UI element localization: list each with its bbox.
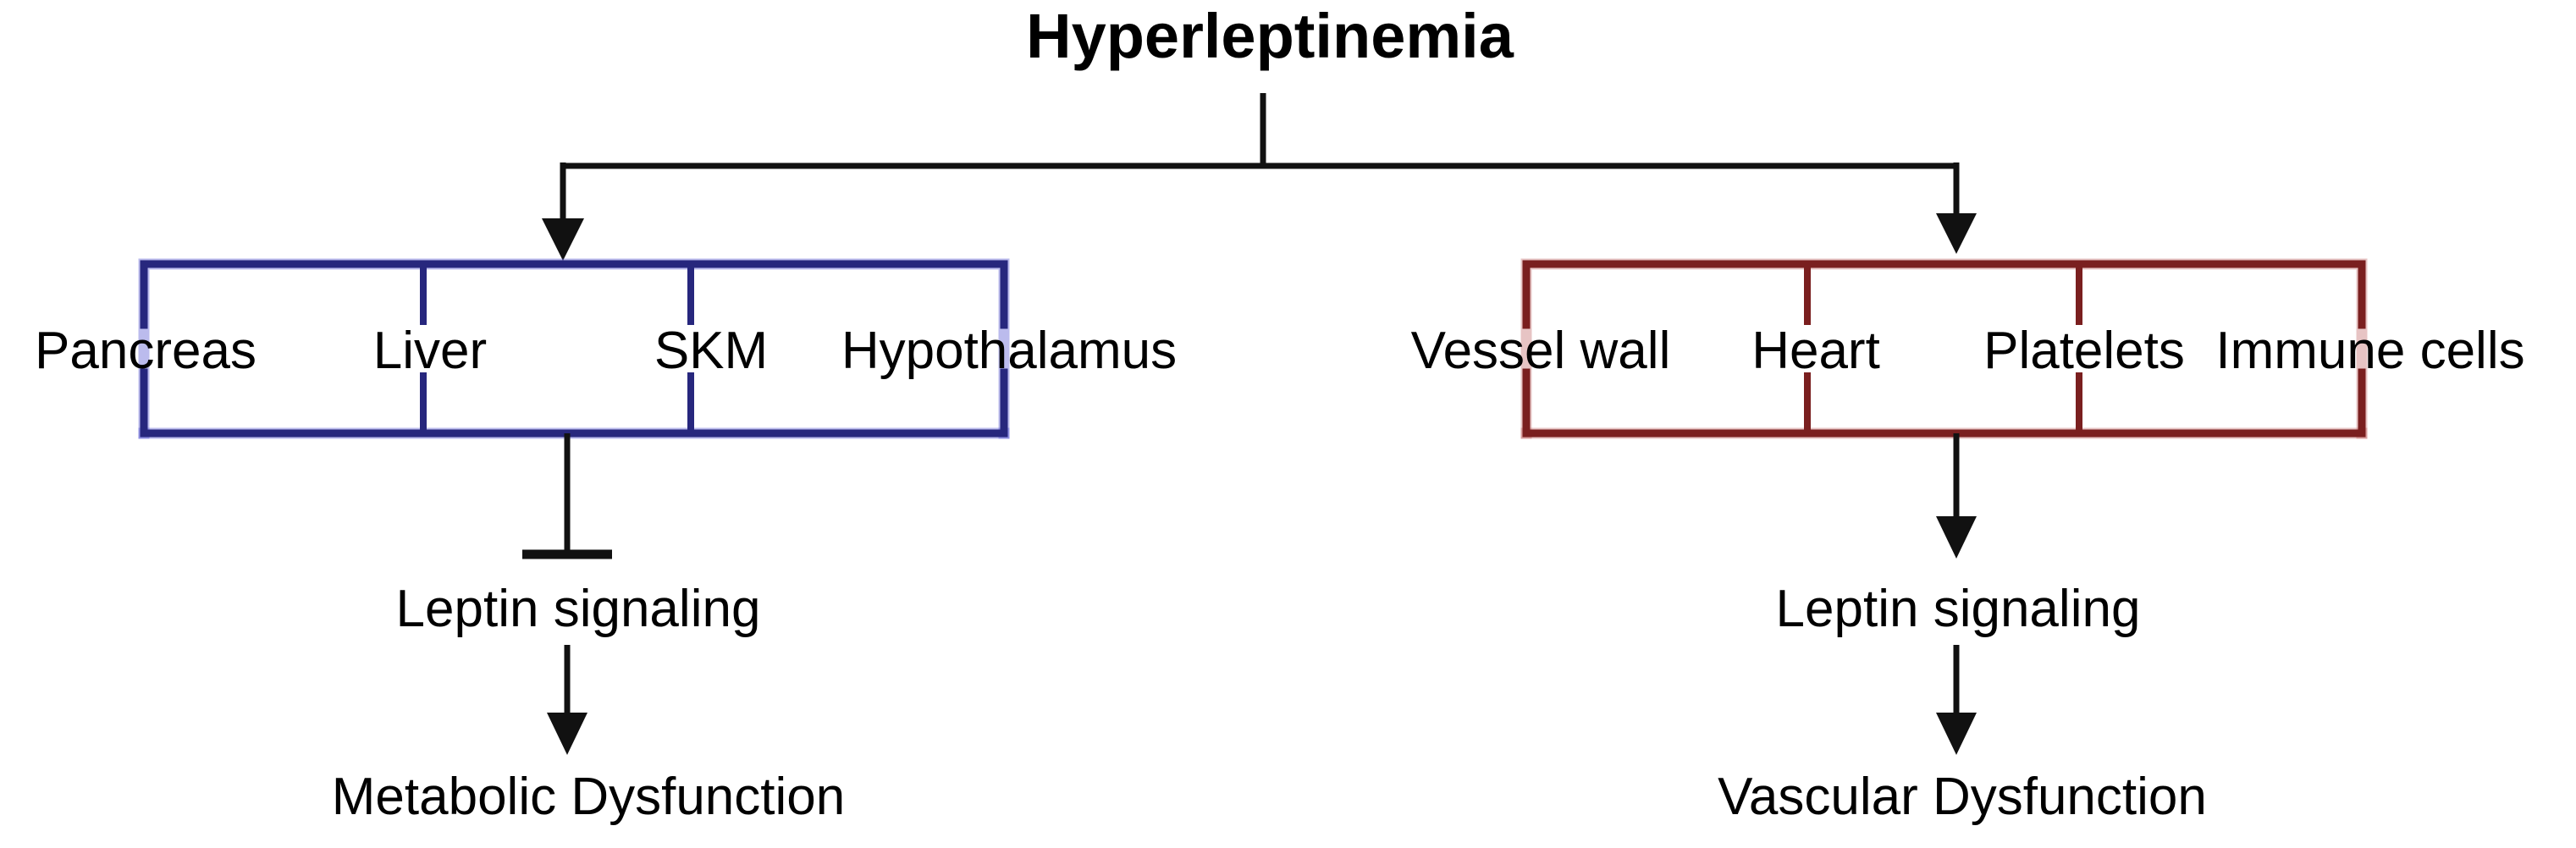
vascular-activation-arrowhead-icon bbox=[1936, 516, 1977, 559]
vascular-outcome-connector bbox=[1936, 645, 1977, 755]
left-branch-arrowhead-icon bbox=[542, 218, 584, 261]
vascular-bracket-top-rail bbox=[1522, 260, 2366, 329]
metabolic-outcome-connector bbox=[547, 645, 587, 755]
tissue-label-hypothalamus: Hypothalamus bbox=[841, 322, 1177, 380]
metabolic-bracket-top-rail bbox=[140, 260, 1008, 329]
metabolic-tissue-bracket bbox=[138, 258, 1010, 439]
tissue-label-skm: SKM bbox=[654, 322, 768, 380]
top-split-connector bbox=[542, 93, 1977, 261]
vascular-activation-connector bbox=[1936, 433, 1977, 559]
right-branch-arrowhead-icon bbox=[1936, 213, 1977, 254]
metabolic-outcome-arrowhead-icon bbox=[547, 713, 587, 755]
diagram-title: Hyperleptinemia bbox=[1026, 1, 1514, 71]
tissue-label-immune-cells: Immune cells bbox=[2215, 322, 2524, 380]
metabolic-inhibition-connector bbox=[522, 433, 612, 559]
vascular-dysfunction-label: Vascular Dysfunction bbox=[1718, 768, 2207, 826]
metabolic-dysfunction-label: Metabolic Dysfunction bbox=[332, 768, 846, 826]
tissue-label-pancreas: Pancreas bbox=[35, 322, 256, 380]
metabolic-leptin-signaling-label: Leptin signaling bbox=[396, 580, 761, 638]
tissue-label-platelets: Platelets bbox=[1983, 322, 2185, 380]
vascular-outcome-arrowhead-icon bbox=[1936, 713, 1977, 755]
tissue-label-vessel-wall: Vessel wall bbox=[1411, 322, 1671, 380]
tissue-label-heart: Heart bbox=[1751, 322, 1880, 380]
tissue-label-liver: Liver bbox=[373, 322, 487, 380]
vascular-leptin-signaling-label: Leptin signaling bbox=[1776, 580, 2141, 638]
metabolic-bracket-bottom-rail bbox=[140, 368, 1008, 438]
vascular-tissue-bracket bbox=[1520, 258, 2368, 439]
vascular-bracket-bottom-rail bbox=[1522, 368, 2366, 438]
